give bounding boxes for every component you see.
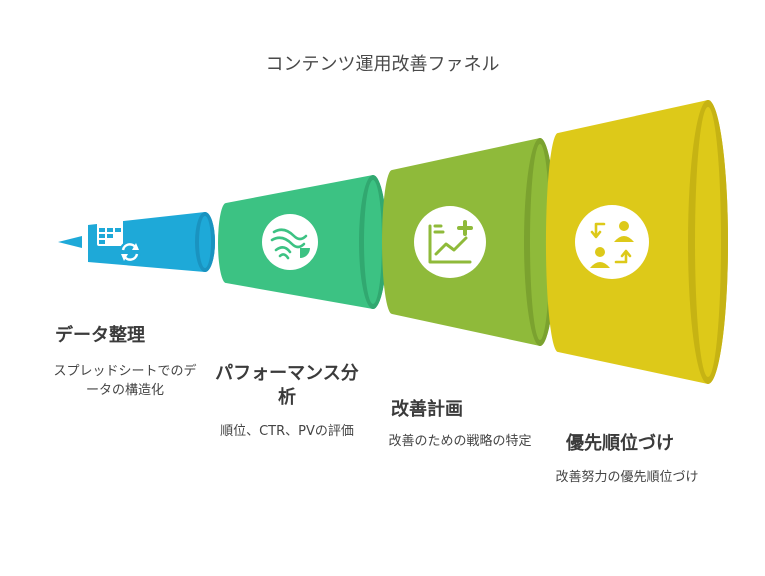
analytics-waves-icon — [262, 214, 318, 270]
people-swap-icon — [575, 205, 649, 279]
funnel-tip — [58, 236, 82, 248]
stage-4-description: 改善努力の優先順位づけ — [555, 470, 699, 485]
stage-4-title: 優先順位づけ — [566, 433, 674, 454]
stage-3-title: 改善計画 — [391, 399, 463, 420]
stage-1-title: データ整理 — [55, 325, 145, 346]
stage-3-description: 改善のための戦略の特定 — [388, 434, 532, 449]
stage-1-description: スプレッドシートでのデータの構造化 — [53, 364, 197, 398]
stage-2-description: 順位、CTR、PVの評価 — [220, 424, 354, 439]
chart-plus-icon — [414, 206, 486, 278]
stage-2-title: パフォーマンス分析 — [215, 363, 359, 408]
diagram-title: コンテンツ運用改善ファネル — [265, 54, 500, 75]
spreadsheet-sync-icon — [97, 220, 141, 263]
